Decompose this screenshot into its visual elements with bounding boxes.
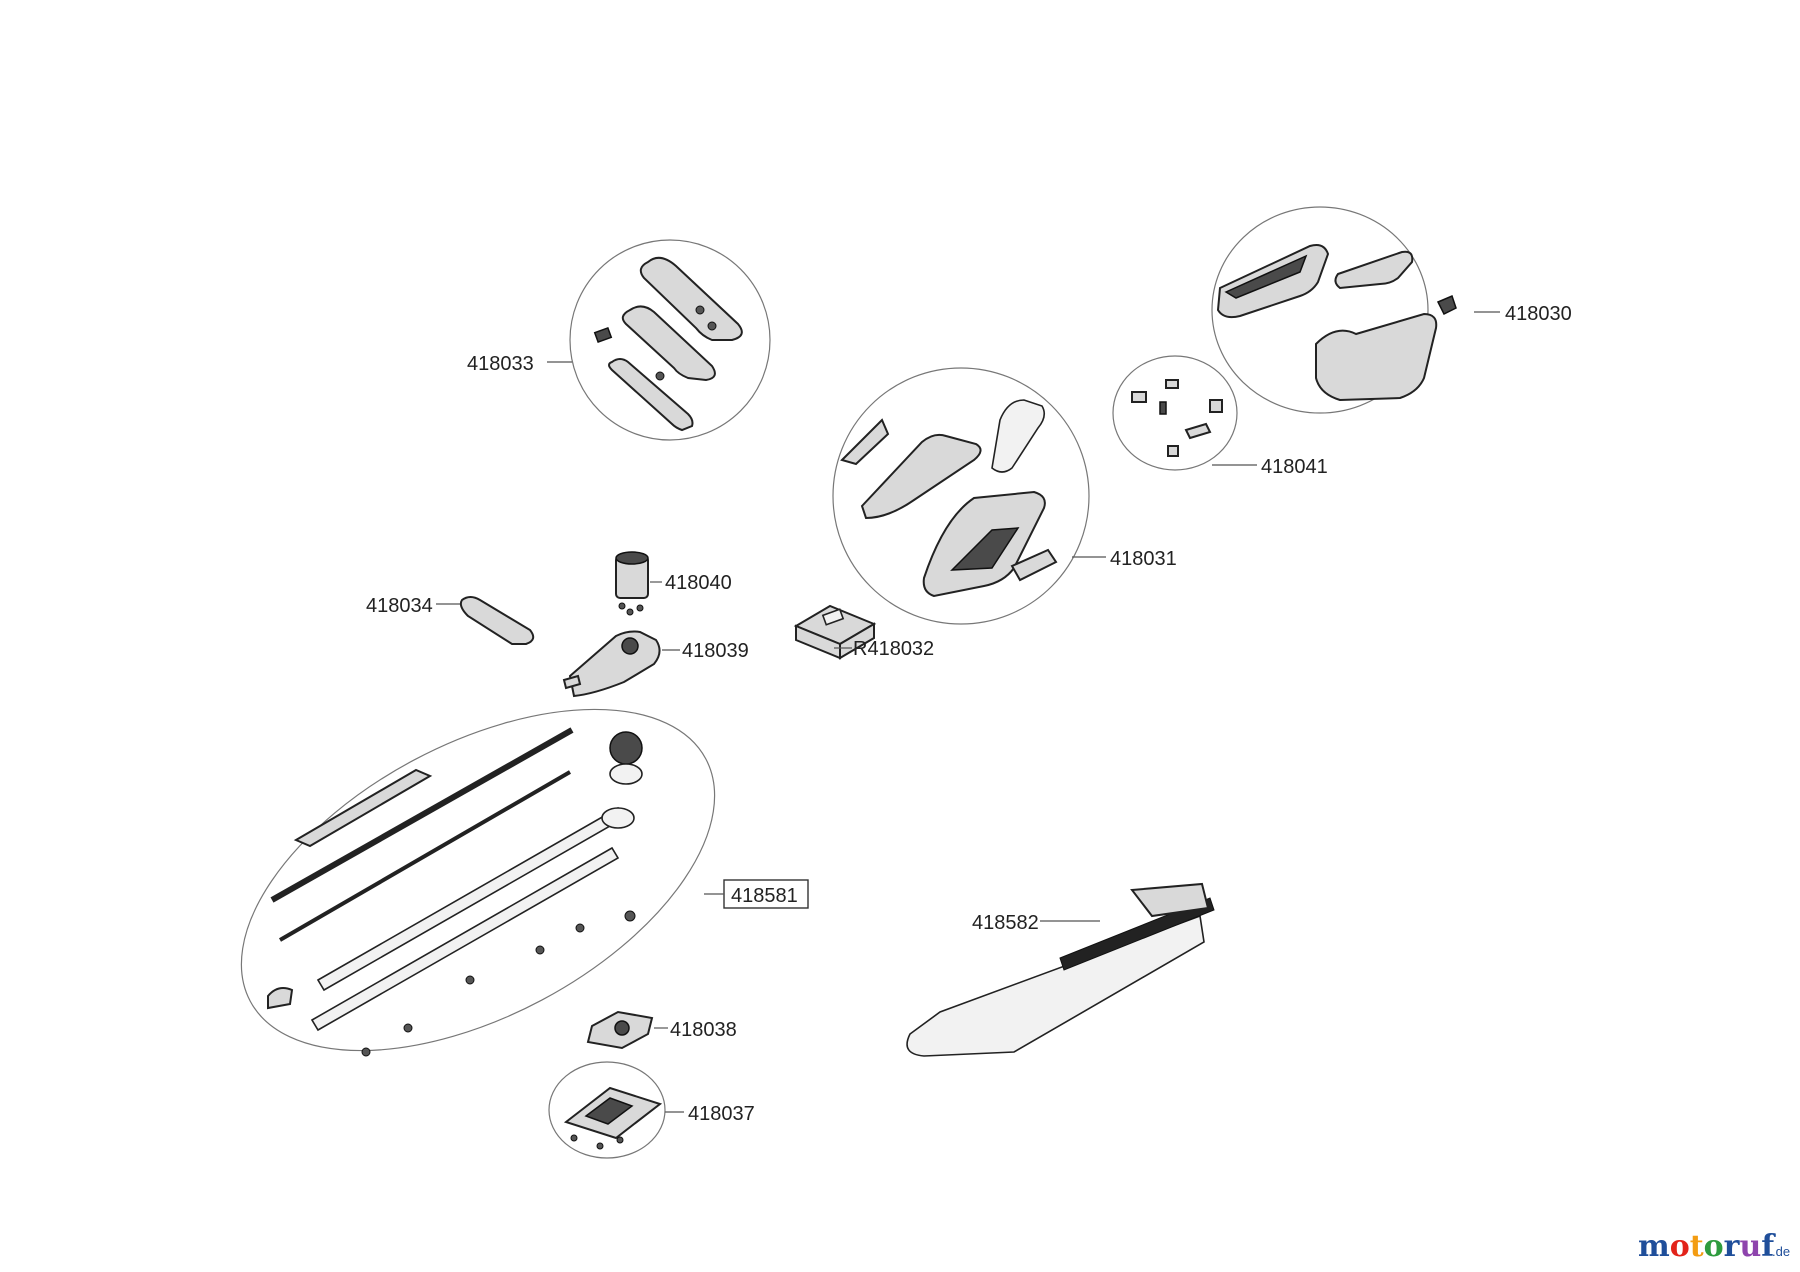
part-group-418039: 418039 [562,630,749,698]
part-group-418034: 418034 [366,595,535,645]
watermark-logo: motoruf .de [1638,1229,1790,1264]
part-group-418037: 418037 [548,1061,755,1159]
handle-grip [608,358,694,432]
cutting-blade-lower [310,846,620,1032]
part-group-R418032: R418032 [793,604,934,660]
group-outline-418581 [240,708,716,1052]
trigger-lever [1184,422,1212,440]
screw [403,1023,413,1033]
part-group-418582: 418582 [906,882,1215,1057]
blade-cover-tab [1130,882,1210,918]
part-group-418031: 418031 [832,367,1177,625]
part-label-418030: 418030 [1505,303,1572,325]
part-group-418038: 418038 [586,1010,737,1050]
screw [695,305,705,315]
blade-tip-cap [267,987,294,1010]
base-plate-detail [584,1097,634,1125]
watermark-letter: f [1761,1229,1776,1264]
watermark-letter: t [1690,1229,1704,1264]
gearbox-lug [562,674,582,690]
group-outline-418033 [569,239,771,441]
group-outline-418037 [548,1061,666,1159]
part-group-418581: 418581 [240,708,809,1057]
front-housing-left [860,433,982,520]
switch-part [593,326,613,344]
screw [616,1136,624,1144]
group-outline-418030 [1211,206,1429,414]
blade-bar-upper [270,727,574,903]
screw [570,1134,578,1142]
housing-clip [1010,548,1058,582]
small-part [1167,445,1179,457]
small-part [1165,379,1179,389]
part-label-418037: 418037 [688,1103,755,1125]
gear-bore [621,637,639,655]
housing-detail [950,527,1020,571]
trigger-cover [1334,250,1414,290]
gear-plate-bore [614,1020,630,1036]
cutting-blade-upper [316,806,626,992]
svg-text:motoruf: motoruf [1638,1229,1776,1264]
screw [618,602,626,610]
part-label-418581: 418581 [731,885,798,907]
screw [626,608,634,616]
blade-bar-lower [278,770,572,942]
watermark-tld: .de [1772,1244,1790,1259]
blade-guard-comb [293,768,433,848]
screw [361,1047,371,1057]
part-label-418040: 418040 [665,572,732,594]
part-label-R418032: R418032 [853,638,934,660]
blade-cover-grip [1059,897,1215,971]
label-box-418581 [723,879,809,909]
part-label-418033: 418033 [467,353,534,375]
handle-cover-front [991,399,1046,473]
group-outline-418041 [1112,355,1238,471]
guard-piece [459,596,535,645]
rear-housing-right [1315,312,1438,402]
screw [596,1142,604,1150]
group-outline-418031 [832,367,1090,625]
motor-top [615,551,649,565]
part-label-418034: 418034 [366,595,433,617]
watermark-letter: u [1739,1229,1761,1264]
washer [624,910,636,922]
screw [707,321,717,331]
screw [465,975,475,985]
screw [636,604,644,612]
part-group-418040: 418040 [615,551,732,616]
handle-cover [639,256,743,341]
screw [535,945,545,955]
watermark-letter: o [1704,1229,1724,1264]
small-part [1131,391,1147,403]
drive-gear [609,731,643,765]
gearbox-housing [568,630,661,698]
knob [1436,294,1457,316]
battery-front [839,622,875,660]
part-label-418041: 418041 [1261,456,1328,478]
watermark-letter: r [1724,1229,1741,1264]
part-label-418038: 418038 [670,1019,737,1041]
part-label-418582: 418582 [972,912,1039,934]
handle-frame [621,305,716,382]
blade-cover-body [906,914,1205,1057]
small-part [1209,399,1223,413]
part-label-418039: 418039 [682,640,749,662]
watermark-letter: m [1638,1229,1670,1264]
part-group-418041: 418041 [1112,355,1328,478]
screw [575,923,585,933]
spring [1159,401,1167,415]
connecting-rod-ring [601,807,635,829]
part-label-418031: 418031 [1110,548,1177,570]
part-group-418033: 418033 [467,239,771,441]
housing-detail [1224,254,1308,299]
housing-clip [840,418,890,466]
watermark-letter: o [1670,1229,1690,1264]
connecting-rod-ring [609,763,643,785]
screw [655,371,665,381]
battery-latch [821,608,845,626]
part-group-418030: 418030 [1211,206,1572,414]
